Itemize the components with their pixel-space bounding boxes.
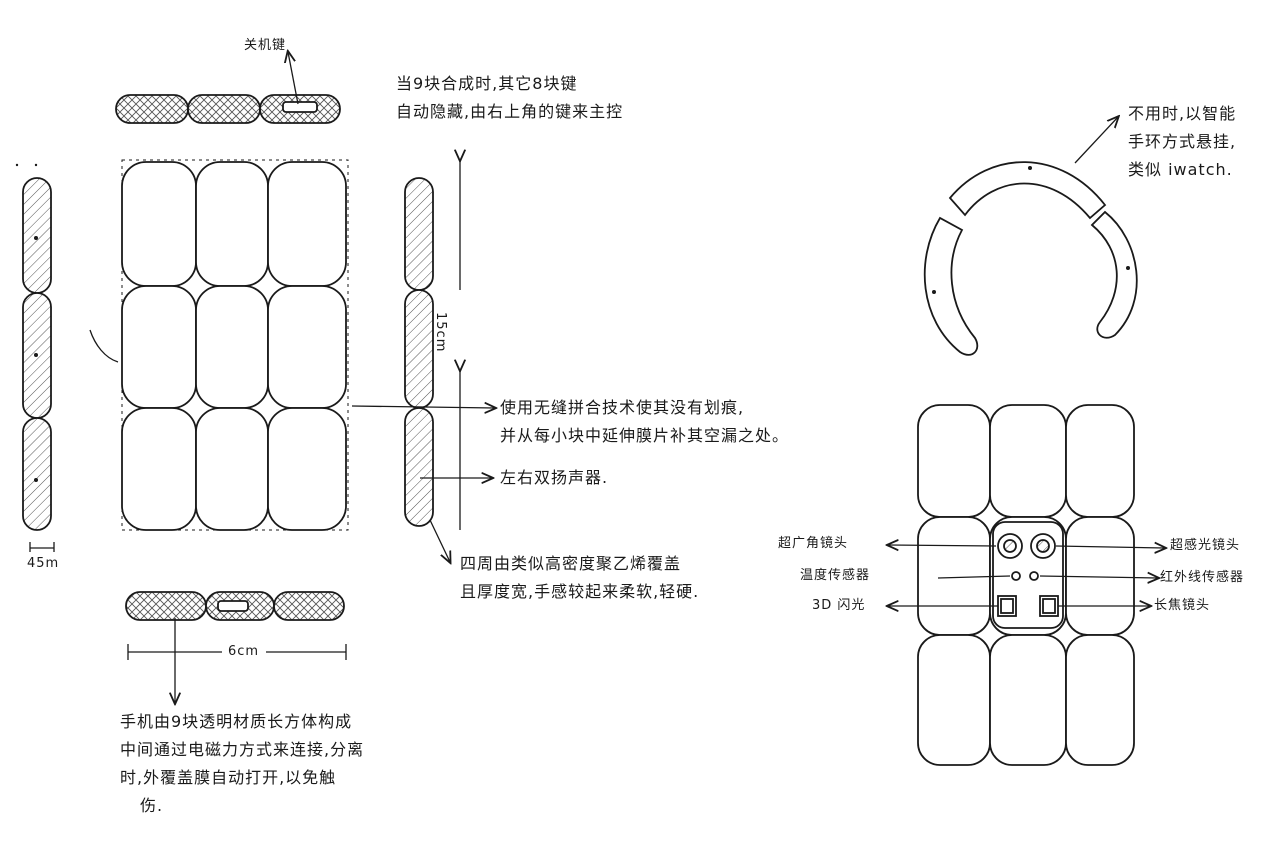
thickness-dimension-label: 45m bbox=[27, 556, 60, 571]
height-dimension-label: 15cm bbox=[433, 312, 448, 353]
seam-note-line1: 使用无缝拼合技术使其没有划痕, bbox=[500, 398, 745, 417]
cover-note-line2: 且厚度宽,手感较起来柔软,轻硬. bbox=[460, 582, 700, 601]
infrared-sensor-label: 红外线传感器 bbox=[1160, 570, 1245, 585]
top-edge-view bbox=[115, 52, 341, 124]
top-note-line1: 当9块合成时,其它8块键 bbox=[396, 74, 578, 93]
bottom-note-line2: 中间通过电磁力方式来连接,分离 bbox=[120, 740, 365, 759]
back-view-grid bbox=[888, 404, 1165, 766]
speaker-note: 左右双扬声器. bbox=[500, 468, 609, 487]
seam-note-line2: 并从每小块中延伸膜片补其空漏之处。 bbox=[500, 426, 790, 445]
right-side-view bbox=[351, 160, 495, 562]
top-note-line2: 自动隐藏,由右上角的键来主控 bbox=[396, 102, 624, 121]
left-side-view bbox=[15, 163, 55, 552]
bottom-note-line4: 伤. bbox=[140, 796, 164, 815]
bracelet-note-line3: 类似 iwatch. bbox=[1128, 160, 1233, 179]
flash-3d-label: 3D 闪光 bbox=[812, 598, 866, 613]
bracelet-note-line2: 手环方式悬挂, bbox=[1128, 132, 1237, 151]
temperature-sensor-label: 温度传感器 bbox=[800, 568, 871, 583]
bottom-note-line3: 时,外覆盖膜自动打开,以免触 bbox=[120, 768, 337, 787]
bracelet-view bbox=[923, 117, 1138, 356]
width-dimension-label: 6cm bbox=[228, 644, 260, 660]
ultra-sensitive-camera-label: 超感光镜头 bbox=[1170, 538, 1241, 553]
bottom-note-line1: 手机由9块透明材质长方体构成 bbox=[120, 712, 353, 731]
telephoto-camera-label: 长焦镜头 bbox=[1154, 598, 1211, 613]
front-view-grid bbox=[89, 159, 349, 531]
bottom-edge-view bbox=[125, 591, 347, 703]
power-key-label: 关机键 bbox=[244, 38, 287, 53]
cover-note-line1: 四周由类似高密度聚乙烯覆盖 bbox=[460, 554, 682, 573]
wide-angle-camera-label: 超广角镜头 bbox=[778, 536, 849, 551]
bracelet-note-line1: 不用时,以智能 bbox=[1128, 104, 1237, 123]
